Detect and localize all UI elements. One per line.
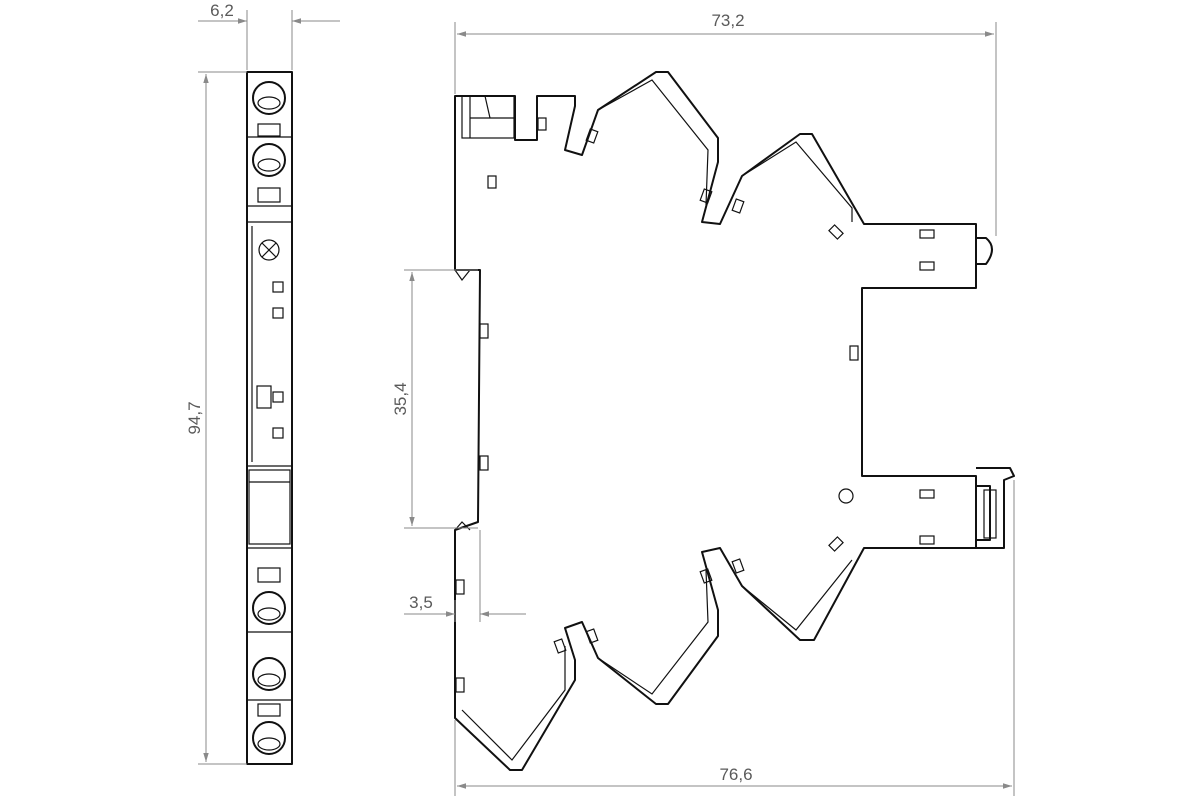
screw-terminal — [252, 657, 286, 691]
led-tip — [976, 237, 993, 265]
top-width-label: 73,2 — [711, 11, 744, 30]
front-view — [246, 71, 293, 765]
dimension-module-width: 6,2 — [198, 1, 340, 70]
bottom-width-label: 76,6 — [719, 765, 752, 784]
dimension-rail-height: 35,4 — [391, 269, 478, 529]
dimension-bottom-width: 76,6 — [454, 480, 1015, 796]
total-height-label: 94,7 — [185, 401, 204, 434]
led-indicator — [258, 239, 280, 261]
dimension-top-width: 73,2 — [454, 11, 997, 236]
rail-offset-label: 3,5 — [409, 593, 433, 612]
rail-height-label: 35,4 — [391, 382, 410, 415]
side-view — [454, 71, 1015, 771]
dimension-rail-offset: 3,5 — [404, 530, 526, 622]
screw-terminal — [252, 143, 286, 177]
module-width-label: 6,2 — [210, 1, 234, 20]
screw-terminal — [252, 591, 286, 625]
screw-terminal — [252, 721, 286, 755]
screw-terminal — [252, 81, 286, 115]
dimension-total-height: 94,7 — [185, 71, 247, 765]
